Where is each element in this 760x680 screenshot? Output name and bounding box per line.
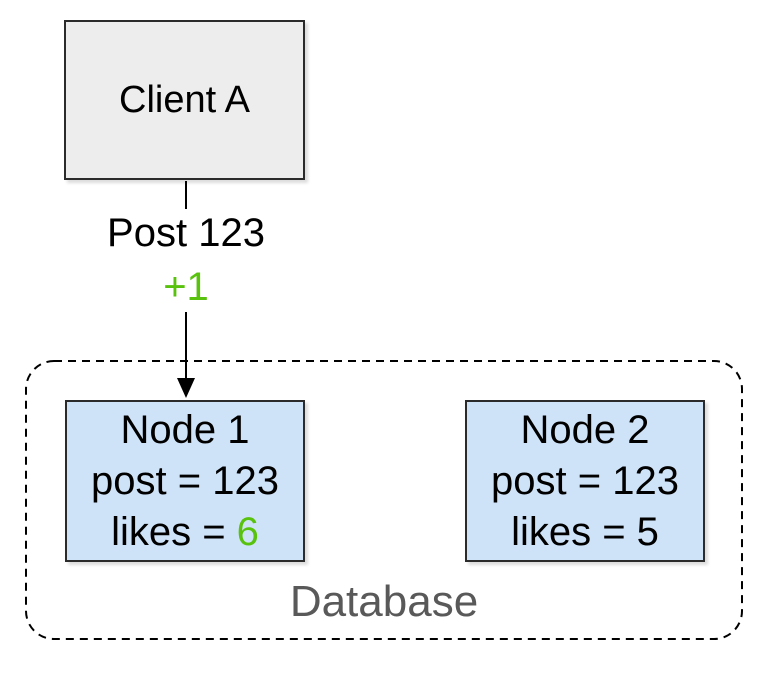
- node-2-post-line: post = 123: [491, 458, 679, 503]
- node-2-likes-line: likes = 5: [511, 507, 659, 558]
- node-2-title: Node 2: [520, 407, 650, 452]
- node-1-title: Node 1: [120, 407, 250, 452]
- edge-post-label: Post 123: [107, 211, 265, 255]
- node-1-likes-prefix: likes =: [111, 509, 237, 554]
- client-a-label: Client A: [119, 78, 250, 121]
- arrowhead-icon: [177, 378, 195, 398]
- node-1-box: Node 1 post = 123 likes = 6: [65, 400, 305, 562]
- database-boundary: [25, 360, 743, 640]
- node-1-likes-line: likes = 6: [111, 507, 259, 558]
- node-2-likes-value: 5: [636, 509, 659, 554]
- node-1-likes-value: 6: [236, 509, 259, 554]
- node-2-box: Node 2 post = 123 likes = 5: [465, 400, 705, 562]
- database-label: Database: [289, 577, 479, 626]
- node-2-likes-prefix: likes =: [511, 509, 637, 554]
- client-a-box: Client A: [64, 20, 305, 180]
- node-1-post-line: post = 123: [91, 458, 279, 503]
- edge-increment-label: +1: [163, 265, 209, 309]
